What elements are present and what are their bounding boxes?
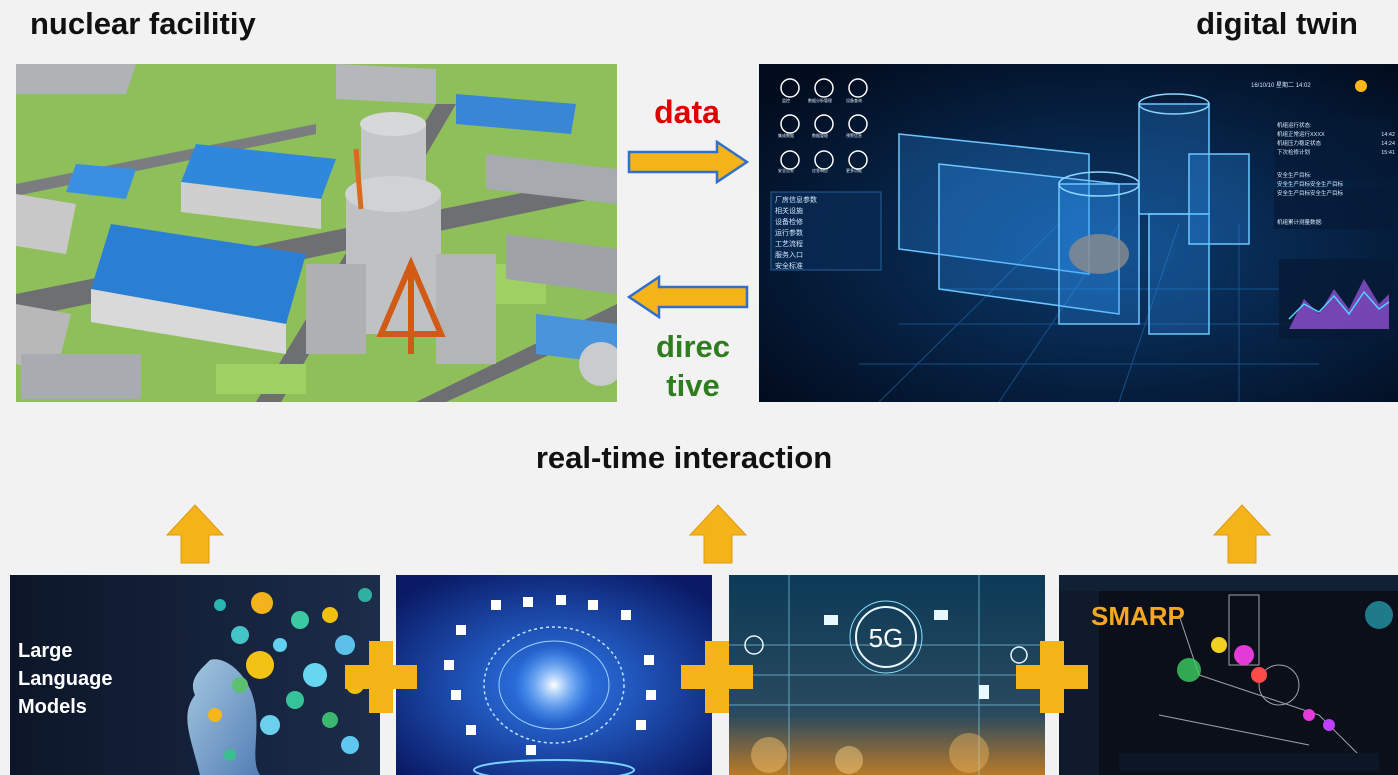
twin-status-label: 下次检修计划 bbox=[1277, 150, 1311, 156]
twin-icon-label[interactable]: 应急响应 bbox=[812, 168, 828, 173]
smarp-label: SMARP bbox=[1091, 601, 1185, 631]
twin-icon-label[interactable]: 更多功能 bbox=[846, 168, 862, 173]
twin-left-item[interactable]: 运行参数 bbox=[775, 230, 803, 237]
nuclear-facility-title: nuclear facilitiy bbox=[30, 6, 256, 41]
twin-icon-label[interactable]: 集成数据 bbox=[778, 133, 794, 138]
twin-left-panel: 厂房信息参数 相关设施 设备检修 运行参数 工艺流程 服务入口 安全标准 bbox=[775, 195, 879, 272]
twin-left-item[interactable]: 相关设施 bbox=[775, 208, 803, 215]
directive-label-line1: direc bbox=[655, 329, 731, 364]
llm-label: Large Language Models bbox=[18, 637, 112, 721]
plus-icon bbox=[345, 641, 417, 713]
up-arrow-icon bbox=[688, 504, 748, 564]
interaction-title: real-time interaction bbox=[535, 440, 833, 475]
directive-label: direc tive bbox=[627, 328, 759, 406]
twin-icon-labels: 监控 数据分析管理 设备查询 集成数据 数据管理 预警信息 安全告警 应急响应 … bbox=[769, 98, 879, 174]
up-arrow-icon bbox=[165, 504, 225, 564]
digital-twin-title: digital twin bbox=[1196, 6, 1358, 41]
directive-label-line2: tive bbox=[666, 367, 720, 403]
llm-label-line3: Models bbox=[18, 696, 87, 718]
fiveg-image: 5G bbox=[729, 575, 1045, 775]
twin-right-panel: 机组运行状态: 机组正常运行XXXX 14:42 机组压力稳定状态 14:24 下次… bbox=[1277, 122, 1395, 228]
twin-left-panel-title: 厂房信息参数 bbox=[775, 197, 817, 204]
llm-image: Large Language Models bbox=[10, 575, 380, 775]
twin-status-value: 15:41 bbox=[1381, 150, 1395, 156]
twin-icon-label[interactable]: 预警信息 bbox=[846, 133, 862, 138]
twin-left-item[interactable]: 工艺流程 bbox=[775, 241, 803, 248]
twin-icon-label[interactable]: 安全告警 bbox=[778, 168, 794, 173]
llm-label-line1: Large bbox=[18, 640, 73, 662]
left-arrow-icon bbox=[627, 275, 749, 319]
twin-safety-title: 安全生产目标: bbox=[1277, 173, 1312, 179]
plus-icon bbox=[681, 641, 753, 713]
twin-clock: 16/10/10 星期二 14:02 bbox=[1251, 83, 1311, 89]
twin-left-item[interactable]: 服务入口 bbox=[775, 252, 803, 259]
twin-status-title: 机组运行状态: bbox=[1277, 123, 1312, 129]
twin-status-value: 14:42 bbox=[1381, 132, 1395, 138]
digital-twin-image: 厂房信息参数 相关设施 设备检修 运行参数 工艺流程 服务入口 安全标准 监控 … bbox=[759, 64, 1398, 402]
twin-left-item[interactable]: 设备检修 bbox=[775, 219, 803, 226]
twin-left-item[interactable]: 安全标准 bbox=[775, 263, 803, 270]
twin-icon-label[interactable]: 数据分析管理 bbox=[808, 98, 832, 103]
twin-safety-item: 安全生产目标安全生产目标 bbox=[1277, 182, 1344, 188]
plus-icon bbox=[1016, 641, 1088, 713]
twin-icon-label[interactable]: 监控 bbox=[782, 98, 790, 103]
twin-status-label: 机组压力稳定状态 bbox=[1277, 141, 1322, 147]
twin-status-label: 机组正常运行XXXX bbox=[1277, 132, 1325, 138]
twin-chart-title: 机组累计测量数据: bbox=[1277, 220, 1323, 226]
twin-icon-label[interactable]: 数据管理 bbox=[812, 133, 828, 138]
llm-label-line2: Language bbox=[18, 668, 113, 690]
up-arrow-icon bbox=[1212, 504, 1272, 564]
smarp-image: SMARP bbox=[1059, 575, 1398, 775]
fiveg-label: 5G bbox=[868, 623, 904, 653]
nuclear-facility-image bbox=[16, 64, 617, 402]
twin-icon-label[interactable]: 设备查询 bbox=[846, 98, 862, 103]
right-arrow-icon bbox=[627, 140, 749, 184]
twin-status-value: 14:24 bbox=[1381, 141, 1395, 147]
ai-brain-image bbox=[396, 575, 712, 775]
data-label: data bbox=[654, 94, 720, 130]
twin-safety-item: 安全生产目标安全生产目标 bbox=[1277, 191, 1344, 197]
